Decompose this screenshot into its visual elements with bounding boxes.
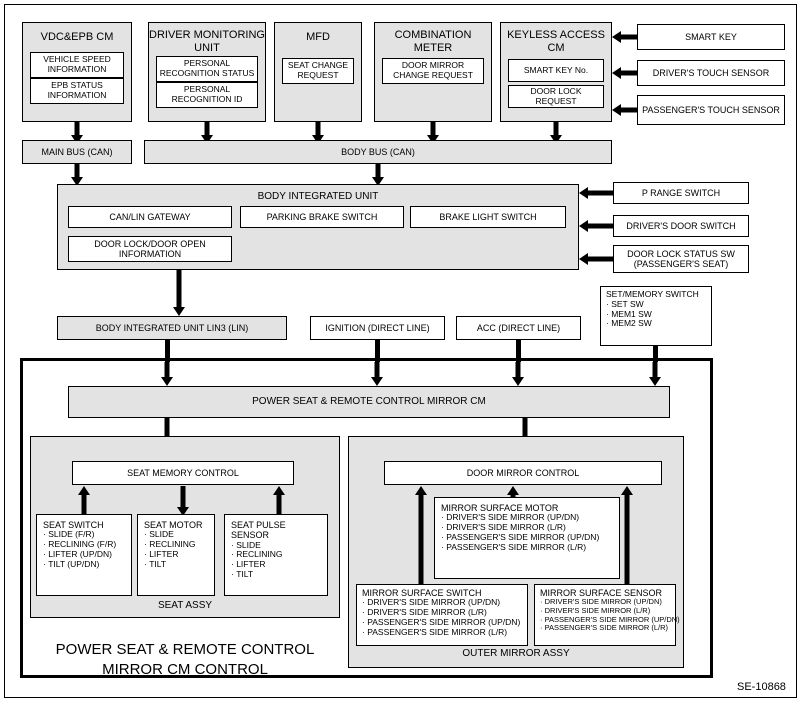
seat-pulse-sensor-title: SEAT PULSE SENSOR	[231, 520, 286, 541]
figure-reference: SE-10868	[737, 681, 786, 693]
arrow-set-memory-to-cm	[648, 362, 662, 386]
set-memory-switch-items: SET SW MEM1 SW MEM2 SW	[606, 299, 699, 329]
module-item-door-mirror-change-request: DOOR MIRROR CHANGE REQUEST	[382, 58, 484, 84]
module-title: COMBINATION METER	[394, 29, 472, 54]
seat-memory-control: SEAT MEMORY CONTROL	[72, 461, 294, 485]
arrow-meter-to-body-bus	[426, 122, 440, 144]
module-title: KEYLESS ACCESS CM	[507, 29, 605, 54]
arrow-dmu-to-body-bus	[200, 122, 214, 144]
seat-switch: SEAT SWITCH SLIDE (F/R) RECLINING (F/R) …	[36, 514, 132, 596]
seat-motor: SEAT MOTOR SLIDE RECLINING LIFTER TILT	[137, 514, 215, 596]
connector-ignition-down	[375, 340, 380, 362]
arrow-seat-pulse-sensor-to-control	[272, 486, 286, 516]
biu-block-brake-light-switch: BRAKE LIGHT SWITCH	[410, 206, 566, 228]
bus-main-can: MAIN BUS (CAN)	[22, 140, 132, 164]
arrow-door-lock-status-to-biu	[579, 252, 613, 266]
input-passengers-touch-sensor: PASSENGER'S TOUCH SENSOR	[637, 95, 785, 125]
biu-block-can-lin-gateway: CAN/LIN GATEWAY	[68, 206, 232, 228]
connector-set-memory-down	[653, 346, 658, 362]
outer-mirror-assy-label: OUTER MIRROR ASSY	[462, 648, 570, 659]
mirror-surface-motor-items: DRIVER'S SIDE MIRROR (UP/DN) DRIVER'S SI…	[441, 513, 599, 552]
input-p-range-switch: P RANGE SWITCH	[613, 182, 749, 204]
arrow-vdc-to-main-bus	[70, 122, 84, 144]
module-item-smart-key-no: SMART KEY No.	[508, 59, 604, 82]
arrow-mfd-to-body-bus	[311, 122, 325, 144]
source-ignition-direct-line: IGNITION (DIRECT LINE)	[310, 316, 445, 340]
connector-acc-down	[516, 340, 521, 362]
mirror-surface-motor: MIRROR SURFACE MOTOR DRIVER'S SIDE MIRRO…	[434, 497, 620, 579]
mirror-surface-sensor: MIRROR SURFACE SENSOR DRIVER'S SIDE MIRR…	[534, 584, 680, 646]
arrow-smart-key-to-keyless	[612, 30, 637, 44]
input-drivers-touch-sensor: DRIVER'S TOUCH SENSOR	[637, 60, 785, 86]
bus-body-can: BODY BUS (CAN)	[144, 140, 612, 164]
seat-pulse-sensor-items: SLIDE RECLINING LIFTER TILT	[231, 540, 321, 580]
source-acc-direct-line: ACC (DIRECT LINE)	[456, 316, 581, 340]
seat-assy-label: SEAT ASSY	[157, 600, 213, 611]
diagram-border	[4, 4, 797, 698]
arrow-driver-door-to-biu	[579, 219, 613, 233]
input-drivers-door-switch: DRIVER'S DOOR SWITCH	[613, 215, 749, 237]
module-title: MFD	[306, 31, 330, 43]
power-seat-remote-control-mirror-cm: POWER SEAT & REMOTE CONTROL MIRROR CM	[68, 386, 670, 418]
arrow-lin3-to-cm	[160, 362, 174, 386]
arrow-ignition-to-cm	[370, 362, 384, 386]
arrow-body-bus-to-biu	[371, 164, 385, 186]
mirror-surface-switch: MIRROR SURFACE SWITCH DRIVER'S SIDE MIRR…	[356, 584, 528, 646]
source-body-integrated-unit-lin3: BODY INTEGRATED UNIT LIN3 (LIN)	[57, 316, 287, 340]
seat-switch-items: SLIDE (F/R) RECLINING (F/R) LIFTER (UP/D…	[43, 530, 116, 569]
module-item-seat-change-request: SEAT CHANGE REQUEST	[282, 58, 354, 84]
arrow-mirror-sensor-to-control	[620, 486, 634, 584]
arrow-biu-to-lin3	[172, 270, 186, 316]
set-memory-switch: SET/MEMORY SWITCH SET SW MEM1 SW MEM2 SW	[600, 286, 712, 346]
arrow-keyless-to-body-bus	[549, 122, 563, 144]
biu-block-door-lock-door-open-information: DOOR LOCK/DOOR OPEN INFORMATION	[68, 236, 232, 262]
mirror-surface-switch-items: DRIVER'S SIDE MIRROR (UP/DN) DRIVER'S SI…	[362, 598, 520, 637]
door-mirror-control: DOOR MIRROR CONTROL	[384, 461, 662, 485]
module-title: VDC&EPB CM	[40, 31, 114, 43]
arrow-mirror-switch-to-control	[414, 486, 428, 584]
connector-lin3-down	[165, 340, 170, 362]
biu-title: BODY INTEGRATED UNIT	[257, 191, 379, 202]
arrow-passenger-touch-to-keyless	[612, 103, 637, 117]
module-title: DRIVER MONITORING UNIT	[149, 29, 265, 54]
seat-switch-title: SEAT SWITCH	[43, 520, 104, 530]
input-door-lock-status-sw: DOOR LOCK STATUS SW (PASSENGER'S SEAT)	[613, 245, 749, 273]
arrow-driver-touch-to-keyless	[612, 66, 637, 80]
seat-motor-title: SEAT MOTOR	[144, 520, 203, 530]
mirror-surface-sensor-title: MIRROR SURFACE SENSOR	[540, 588, 663, 598]
diagram-caption: POWER SEAT & REMOTE CONTROL MIRROR CM CO…	[55, 641, 315, 678]
arrow-p-range-to-biu	[579, 186, 613, 200]
arrow-main-bus-to-biu	[70, 164, 84, 186]
arrow-control-to-seat-motor	[176, 486, 190, 516]
module-item-personal-recognition-id: PERSONAL RECOGNITION ID	[156, 82, 258, 108]
mirror-surface-switch-title: MIRROR SURFACE SWITCH	[362, 588, 482, 598]
module-item-vehicle-speed-information: VEHICLE SPEED INFORMATION	[30, 52, 124, 78]
module-item-epb-status-information: EPB STATUS INFORMATION	[30, 78, 124, 104]
biu-block-parking-brake-switch: PARKING BRAKE SWITCH	[240, 206, 404, 228]
arrow-seat-switch-to-control	[77, 486, 91, 516]
set-memory-switch-title: SET/MEMORY SWITCH	[606, 289, 699, 299]
mirror-surface-motor-title: MIRROR SURFACE MOTOR	[441, 503, 559, 513]
seat-motor-items: SLIDE RECLINING LIFTER TILT	[144, 530, 203, 569]
module-item-personal-recognition-status: PERSONAL RECOGNITION STATUS	[156, 56, 258, 82]
input-smart-key: SMART KEY	[637, 24, 785, 50]
mirror-surface-sensor-items: DRIVER'S SIDE MIRROR (UP/DN) DRIVER'S SI…	[540, 598, 680, 633]
seat-pulse-sensor: SEAT PULSE SENSOR SLIDE RECLINING LIFTER…	[224, 514, 328, 596]
arrow-acc-to-cm	[511, 362, 525, 386]
module-item-door-lock-request: DOOR LOCK REQUEST	[508, 85, 604, 108]
